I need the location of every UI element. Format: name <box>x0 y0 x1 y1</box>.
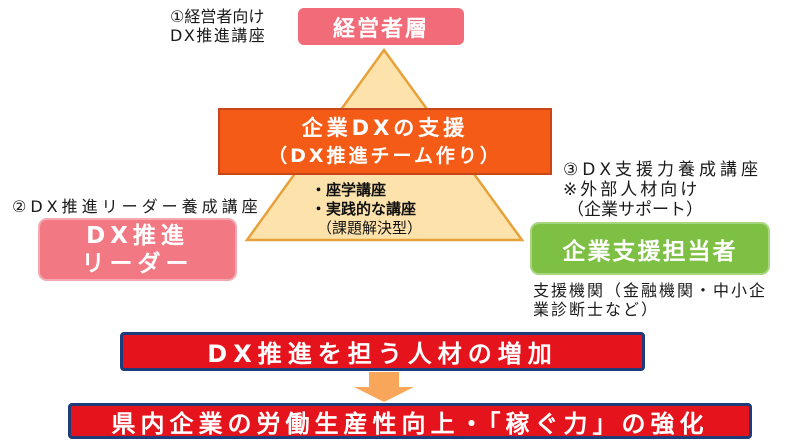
supporter-description: 支援機関（金融機関・中小企 業診断士など） <box>533 281 767 319</box>
enterprise-supporter-box: 企業支援担当者 <box>530 222 770 275</box>
supporter-course-note: ③DX支援力養成講座 ※外部人材向け （企業サポート） <box>563 160 762 220</box>
talent-increase-label: DX推進を担う人材の増加 <box>207 340 558 368</box>
pyramid-course-list: ・座学講座 ・実践的な講座 （課題解決型） <box>311 181 422 238</box>
down-arrow-icon <box>354 372 414 402</box>
executive-course-note: ①経営者向け DX推進講座 <box>170 7 266 45</box>
executive-box-label: 経営者層 <box>332 16 429 42</box>
supporter-course-note-line3: （企業サポート） <box>567 200 703 220</box>
productivity-goal-box: 県内企業の労働生産性向上・「稼ぐ力」の強化 <box>68 403 752 439</box>
supporter-description-line2: 業診断士など） <box>533 300 660 319</box>
leader-box-line2: リーダー <box>81 250 194 277</box>
enterprise-dx-support-box: 企業DXの支援 （DX推進チーム作り） <box>218 108 552 175</box>
talent-increase-box: DX推進を担う人材の増加 <box>120 332 645 371</box>
support-box-subtitle: （DX推進チーム作り） <box>268 144 502 167</box>
pyramid-item-problem-solving: （課題解決型） <box>317 219 423 237</box>
executive-course-note-line1: ①経営者向け <box>170 7 265 26</box>
productivity-goal-label: 県内企業の労働生産性向上・「稼ぐ力」の強化 <box>111 409 709 438</box>
dx-leader-box: DX推進 リーダー <box>38 218 237 281</box>
leader-box-line1: DX推進 <box>86 222 189 249</box>
supporter-description-line1: 支援機関（金融機関・中小企 <box>533 281 768 300</box>
supporter-course-note-line1: ③DX支援力養成講座 <box>563 160 762 180</box>
pyramid-item-practical: ・実践的な講座 <box>311 200 417 218</box>
support-box-title: 企業DXの支援 <box>301 115 469 140</box>
executive-box: 経営者層 <box>298 8 464 45</box>
executive-course-note-line2: DX推進講座 <box>170 26 267 45</box>
leader-course-note: ②DX推進リーダー養成講座 <box>12 197 262 216</box>
supporter-box-label: 企業支援担当者 <box>562 238 738 265</box>
pyramid-item-lecture: ・座学講座 <box>311 181 387 199</box>
supporter-course-note-line2: ※外部人材向け <box>563 180 701 200</box>
